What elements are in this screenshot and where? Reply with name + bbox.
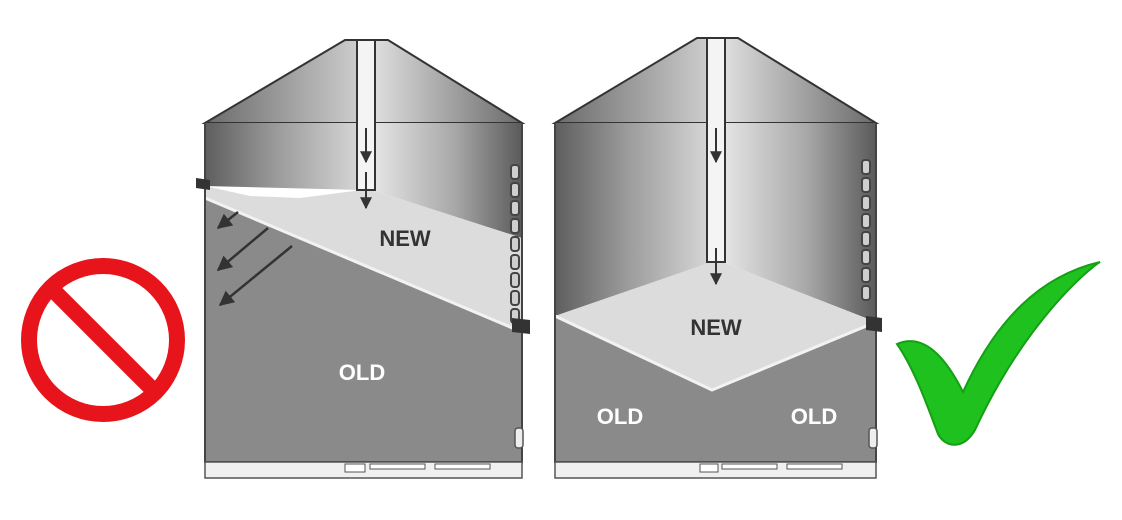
no-symbol-icon bbox=[21, 258, 185, 422]
left-bin-new-label: NEW bbox=[379, 226, 431, 251]
left-bin-roof-left bbox=[201, 39, 363, 124]
right-bin-base-slot bbox=[786, 463, 843, 470]
left-bin-wall-upper bbox=[205, 123, 362, 190]
left-bin-grain-boundary bbox=[204, 196, 523, 334]
left-bin-wall-upper-right bbox=[372, 123, 522, 238]
right-bin-roof-left bbox=[551, 37, 713, 124]
right-bin-side-outlet bbox=[866, 316, 882, 332]
right-bin-roof-right bbox=[721, 37, 880, 124]
right-bin-wall-upper-right bbox=[722, 123, 876, 322]
left-bin-old-label: OLD bbox=[339, 360, 385, 385]
left-bin-side-flow-arrow bbox=[216, 211, 239, 229]
left-bin: NEW OLD bbox=[196, 39, 530, 479]
left-bin-side-flow-arrow bbox=[216, 227, 269, 271]
left-bin-roof-right bbox=[371, 39, 526, 124]
right-bin-base-slot bbox=[699, 463, 719, 473]
left-bin-new-grain bbox=[205, 186, 522, 332]
right-bin-new-label: NEW bbox=[690, 315, 742, 340]
right-bin-new-grain bbox=[555, 262, 876, 390]
right-bin-base-slot bbox=[721, 463, 778, 470]
right-bin-grain-boundary bbox=[554, 314, 877, 392]
left-bin-ladder bbox=[510, 164, 520, 324]
left-bin-base-slot bbox=[434, 463, 491, 470]
left-bin-base-slot bbox=[369, 463, 426, 470]
right-bin-ladder bbox=[861, 159, 871, 301]
right-bin-bottom-door bbox=[868, 427, 878, 449]
right-bin: NEW OLD OLD bbox=[551, 37, 882, 479]
left-bin-bottom-door bbox=[514, 427, 524, 449]
left-bin-side-outlet-right bbox=[512, 318, 530, 334]
left-bin-old-grain bbox=[205, 198, 522, 462]
left-bin-center-tube bbox=[356, 39, 376, 191]
right-bin-old-label-left: OLD bbox=[597, 404, 643, 429]
right-bin-wall-upper-left bbox=[555, 123, 712, 316]
left-bin-base-slot bbox=[344, 463, 366, 473]
right-bin-old-label-right: OLD bbox=[791, 404, 837, 429]
left-bin-side-vent-left bbox=[196, 178, 210, 190]
check-mark-icon bbox=[895, 261, 1101, 446]
left-bin-side-flow-arrow bbox=[218, 245, 293, 306]
